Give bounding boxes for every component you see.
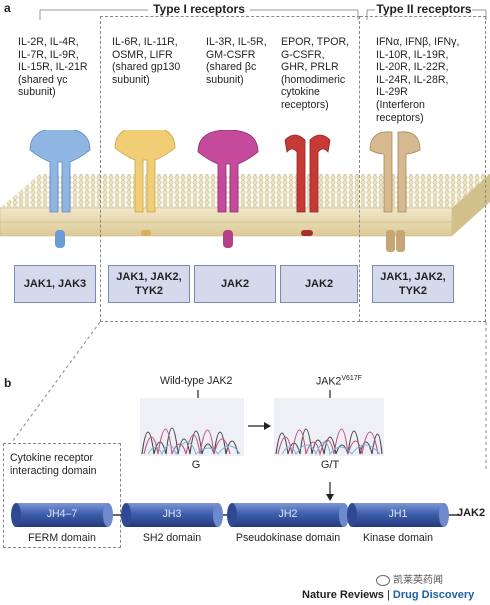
receptor-group-1-text: IL-2R, IL-4R, IL-7R, IL-9R, IL-15R, IL-2… — [18, 36, 88, 99]
jak-box-3: JAK2 — [194, 265, 276, 303]
domain-label-4: Kinase domain — [362, 532, 434, 544]
wildtype-label: Wild-type JAK2 — [160, 375, 233, 387]
mutant-chromatogram — [274, 398, 384, 457]
receptor-4-shape — [284, 134, 331, 236]
mutant-label-sup: V617F — [341, 375, 362, 382]
receptor-group-2-text: IL-6R, IL-11R, OSMR, LIFR (shared gp130 … — [112, 36, 181, 86]
domain-label-2: SH2 domain — [142, 532, 202, 544]
cytokine-interacting-box — [3, 443, 121, 548]
jak-box-2: JAK1, JAK2, TYK2 — [108, 265, 190, 303]
jak-box-4: JAK2 — [280, 265, 358, 303]
journal-name: Nature Reviews — [302, 589, 384, 601]
jak-box-1: JAK1, JAK3 — [14, 265, 96, 303]
mutant-base: G/T — [320, 459, 340, 471]
type1-title: Type I receptors — [153, 2, 245, 16]
receptor-5-shape — [369, 131, 421, 252]
panel-b-letter: b — [4, 376, 12, 390]
domain-name-4: JH1 — [388, 508, 408, 520]
journal-footer: Nature Reviews | Drug Discovery — [302, 589, 474, 601]
cytokine-interacting-label: Cytokine receptor interacting domain — [10, 452, 97, 477]
domain-jh2 — [227, 503, 349, 527]
group-bracket-lines — [39, 9, 487, 20]
receptor-group-4-text: EPOR, TPOR, G-CSFR, GHR, PRLR (homodimer… — [281, 36, 350, 111]
domain-name-2: JH3 — [162, 508, 182, 520]
wechat-icon — [376, 574, 390, 586]
receptor-1-shape — [29, 130, 91, 248]
domain-name-3: JH2 — [278, 508, 298, 520]
domain-jh1 — [347, 503, 449, 527]
jak-box-5: JAK1, JAK2, TYK2 — [372, 265, 454, 303]
receptor-3-shape — [197, 130, 259, 248]
membrane-side-face — [452, 174, 490, 236]
domain-name-1: JH4–7 — [46, 508, 78, 520]
type2-title: Type II receptors — [376, 2, 472, 16]
jak2-domain-structure — [11, 503, 460, 527]
watermark: 凯莱英药闻 — [376, 571, 443, 586]
panel-a-letter: a — [4, 1, 11, 15]
type1-dashed-box — [100, 16, 360, 322]
mutant-label-main: JAK2 — [316, 375, 342, 388]
receptor-2-shape — [114, 130, 176, 236]
connector-lines — [11, 321, 487, 470]
wildtype-base: G — [191, 459, 201, 471]
mutant-label: JAK2V617F — [316, 375, 362, 388]
domain-jh3 — [121, 503, 223, 527]
membrane-top-face — [0, 174, 490, 208]
domain-jh4-7 — [11, 503, 113, 527]
journal-separator: | — [383, 589, 393, 601]
sequencing-traces — [140, 390, 384, 501]
receptor-group-3-text: IL-3R, IL-5R, GM-CSFR (shared βc subunit… — [206, 36, 267, 86]
protein-name-label: JAK2 — [457, 507, 486, 519]
subjournal-name: Drug Discovery — [392, 589, 475, 601]
domain-label-1: FERM domain — [28, 532, 96, 544]
domain-label-3: Pseudokinase domain — [235, 532, 341, 544]
cell-membrane-illustration — [0, 130, 490, 252]
watermark-text: 凯莱英药闻 — [393, 575, 443, 586]
receptor-group-5-text: IFNα, IFNβ, IFNγ, IL-10R, IL-19R, IL-20R… — [376, 36, 460, 124]
type2-dashed-box — [360, 16, 486, 322]
wildtype-chromatogram — [140, 398, 244, 456]
